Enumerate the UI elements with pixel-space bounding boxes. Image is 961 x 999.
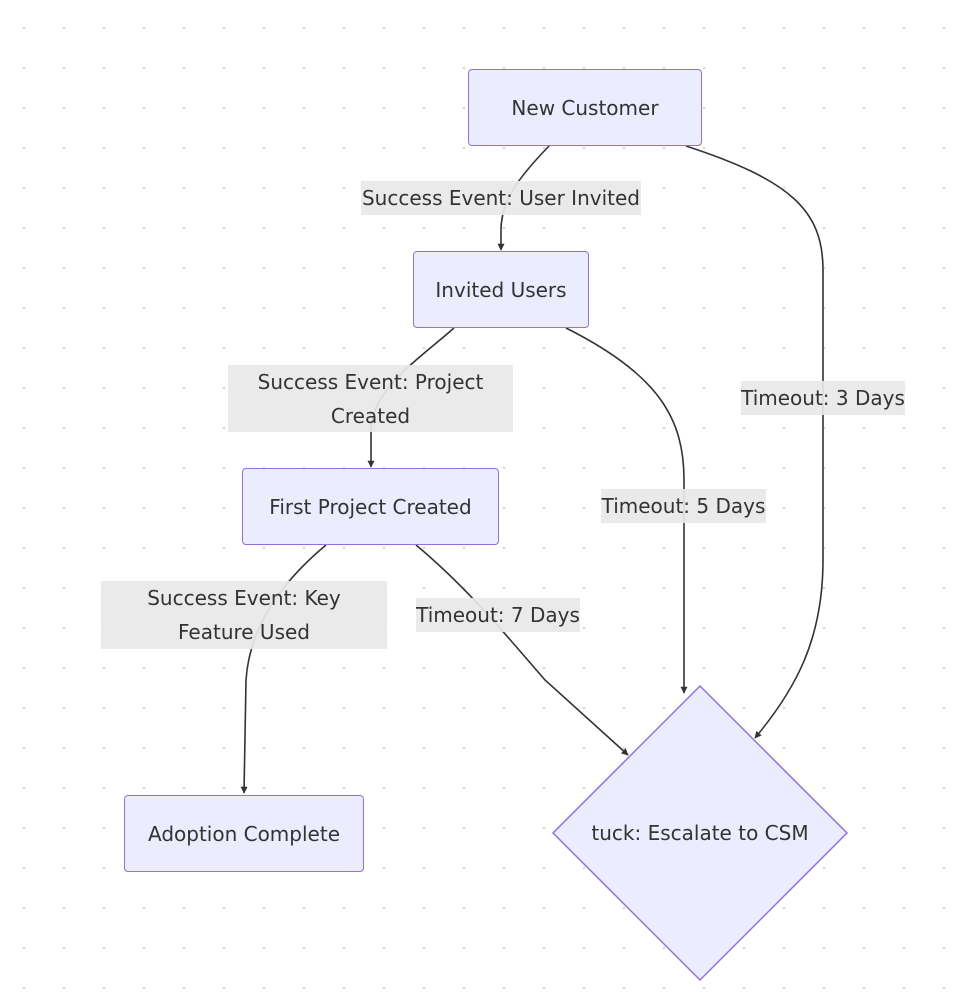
node-new-customer-label: New Customer xyxy=(511,95,659,120)
node-escalate-to-csm[interactable]: tuck: Escalate to CSM xyxy=(560,813,840,853)
edge-new-customer-to-escalate xyxy=(685,145,824,739)
node-first-project-created[interactable]: First Project Created xyxy=(242,468,499,545)
edge-label-timeout-5-days: Timeout: 5 Days xyxy=(601,489,766,523)
edge-invited-users-to-escalate xyxy=(565,327,688,694)
edge-label-user-invited: Success Event: User Invited xyxy=(361,181,641,215)
edge-label-project-created: Success Event: Project Created xyxy=(228,365,513,432)
node-adoption-complete[interactable]: Adoption Complete xyxy=(124,795,364,872)
escalate-diamond-shape xyxy=(551,684,849,982)
node-escalate-to-csm-label: tuck: Escalate to CSM xyxy=(591,821,809,845)
edge-label-timeout-3-days: Timeout: 3 Days xyxy=(741,381,905,415)
edge-label-timeout-7-days: Timeout: 7 Days xyxy=(416,598,580,632)
edge-first-project-to-escalate xyxy=(415,544,629,756)
node-invited-users[interactable]: Invited Users xyxy=(413,251,589,328)
node-new-customer[interactable]: New Customer xyxy=(468,69,702,146)
node-first-project-created-label: First Project Created xyxy=(269,494,472,519)
edge-label-key-feature-used: Success Event: Key Feature Used xyxy=(101,581,387,649)
node-invited-users-label: Invited Users xyxy=(435,277,567,302)
node-adoption-complete-label: Adoption Complete xyxy=(147,821,340,846)
